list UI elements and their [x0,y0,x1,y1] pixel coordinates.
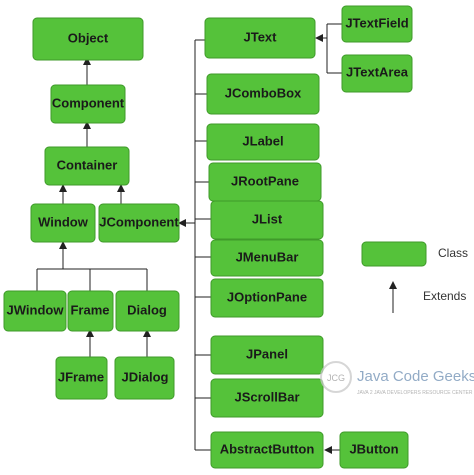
node-jrootpane: JRootPane [208,162,322,202]
node-container-label: Container [57,157,118,172]
node-jframe-label: JFrame [58,369,104,384]
node-container: Container [44,146,130,186]
node-component: Component [50,84,126,124]
node-joptionpane-label: JOptionPane [227,289,307,304]
node-frame: Frame [67,290,114,332]
node-object: Object [32,17,144,61]
node-jlist: JList [210,200,324,240]
node-jtextfield-label: JTextField [345,15,408,30]
node-jpanel: JPanel [210,335,324,375]
node-jdialog: JDialog [114,356,175,400]
node-window: Window [30,203,96,243]
nodes: Object Component Container Window JCompo… [3,5,413,469]
node-jwindow: JWindow [3,290,67,332]
node-jlabel: JLabel [206,123,320,161]
node-jcomponent-label: JComponent [99,214,179,229]
node-jlist-label: JList [252,211,283,226]
node-jmenubar-label: JMenuBar [236,249,299,264]
edges [36,23,342,454]
jcg-logo-letters: JCG [327,373,345,383]
node-jpanel-label: JPanel [246,346,288,361]
node-jscrollbar-label: JScrollBar [234,389,299,404]
node-jcombobox-label: JComboBox [225,85,302,100]
node-abstractbutton-label: AbstractButton [220,441,315,456]
node-jtext-label: JText [244,29,278,44]
watermark-title: Java Code Geeks [357,368,474,385]
node-jbutton-label: JButton [349,441,398,456]
node-jbutton: JButton [339,431,409,469]
node-jdialog-label: JDialog [122,369,169,384]
legend-class-swatch [361,241,427,267]
node-frame-label: Frame [70,302,109,317]
node-abstractbutton: AbstractButton [210,431,324,469]
node-jtextfield: JTextField [341,5,413,43]
legend: Class Extends [361,241,468,313]
node-jtextarea-label: JTextArea [346,64,409,79]
watermark: JCG Java Code Geeks JAVA 2 JAVA DEVELOPE… [320,361,474,396]
node-jwindow-label: JWindow [7,302,65,317]
node-component-label: Component [52,95,125,110]
node-jrootpane-label: JRootPane [231,173,299,188]
node-jlabel-label: JLabel [242,133,283,148]
node-jscrollbar: JScrollBar [210,378,324,418]
node-dialog-label: Dialog [127,302,167,317]
node-jtextarea: JTextArea [341,54,413,93]
node-jtext: JText [204,17,316,59]
node-dialog: Dialog [115,290,180,332]
jcg-logo-icon [320,361,352,393]
node-jcombobox: JComboBox [206,73,320,115]
legend-extends-label: Extends [423,289,466,303]
node-jframe: JFrame [55,356,108,400]
watermark-tagline: JAVA 2 JAVA DEVELOPERS RESOURCE CENTER [357,390,473,396]
node-joptionpane: JOptionPane [210,278,324,318]
node-object-label: Object [68,30,109,45]
legend-class-label: Class [438,246,468,260]
node-window-label: Window [38,214,89,229]
node-jcomponent: JComponent [98,203,180,243]
node-jmenubar: JMenuBar [210,239,324,277]
